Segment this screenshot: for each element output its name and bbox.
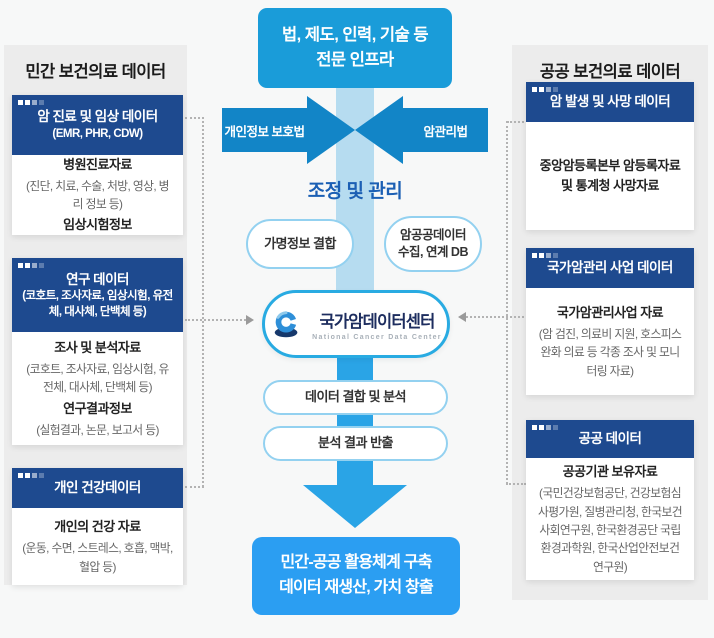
hub-subtitle: National Cancer Data Center bbox=[312, 333, 442, 341]
box-header-title: 국가암관리 사업 데이터 bbox=[547, 260, 673, 276]
data-item: 국가암관리사업 자료 bbox=[556, 305, 664, 320]
public-connector-vertical bbox=[506, 121, 508, 484]
data-note: (운동, 수면, 스트레스, 호흡, 맥박, 혈압 등) bbox=[22, 541, 173, 574]
result-export-pill: 분석 결과 반출 bbox=[263, 426, 448, 461]
box-header-sub: (코호트, 조사자료, 임상시험, 유전체, 대사체, 단백체 등) bbox=[22, 290, 173, 318]
infrastructure-line2: 전문 인프라 bbox=[316, 51, 394, 69]
data-note: (진단, 치료, 수술, 처방, 영상, 병리 정보 등) bbox=[26, 178, 169, 211]
box-header-title: 공공 데이터 bbox=[578, 431, 642, 447]
public-to-hub-connector bbox=[466, 316, 528, 318]
collect-label-line1: 암공공데이터 bbox=[399, 227, 467, 242]
window-dots-icon bbox=[532, 425, 558, 430]
data-item: 병원진료자료 bbox=[63, 156, 132, 172]
box-body: 국가암관리사업 자료 (암 검진, 의료비 지원, 호스피스 완화 의료 등 각… bbox=[526, 288, 694, 395]
data-note: (코호트, 조사자료, 임상시험, 유전체, 대사체, 단백체 등) bbox=[26, 362, 169, 395]
public-box-cancer-program: 국가암관리 사업 데이터 국가암관리사업 자료 (암 검진, 의료비 지원, 호… bbox=[526, 248, 694, 395]
public-box-incidence-death: 암 발생 및 사망 데이터 중앙암등록본부 암등록자료 및 통계청 사망자료 bbox=[526, 82, 694, 230]
private-box-clinical: 암 진료 및 임상 데이터 (EMR, PHR, CDW) 병원진료자료 (진단… bbox=[12, 95, 183, 235]
public-connector-stub-top bbox=[507, 121, 528, 123]
private-box-personal-health: 개인 건강데이터 개인의 건강 자료 (운동, 수면, 스트레스, 호흡, 맥박… bbox=[12, 468, 183, 585]
pseudonym-link-pill: 가명정보 결합 bbox=[246, 219, 354, 269]
data-item: 개인의 건강 자료 bbox=[54, 519, 141, 535]
window-dots-icon bbox=[532, 87, 558, 92]
private-connector-stub-top bbox=[185, 117, 204, 119]
cancer-law-arrow: 암관리법 bbox=[355, 96, 488, 164]
data-note: (실험결과, 논문, 보고서 등) bbox=[36, 422, 159, 437]
box-header-title: 암 진료 및 임상 데이터 bbox=[37, 109, 158, 125]
public-connector-stub-bottom bbox=[506, 483, 526, 485]
box-header-sub: (EMR, PHR, CDW) bbox=[52, 128, 143, 141]
window-dots-icon bbox=[18, 100, 44, 105]
window-dots-icon bbox=[18, 263, 44, 268]
public-box-open-data: 공공 데이터 공공기관 보유자료 (국민건강보험공단, 건강보험심사평가원, 질… bbox=[526, 420, 694, 580]
data-item: 임상시험정보 bbox=[63, 217, 132, 233]
box-body: 공공기관 보유자료 (국민건강보험공단, 건강보험심사평가원, 질병관리청, 한… bbox=[526, 458, 694, 580]
cancer-law-label: 암관리법 bbox=[423, 124, 468, 139]
private-connector-stub-bottom bbox=[185, 486, 204, 488]
box-body: 조사 및 분석자료 (코호트, 조사자료, 임상시험, 유전체, 대사체, 단백… bbox=[12, 332, 183, 445]
box-header-title: 암 발생 및 사망 데이터 bbox=[549, 94, 671, 110]
data-note: (암 검진, 의료비 지원, 호스피스 완화 의료 등 각종 조사 및 모니터링… bbox=[538, 327, 682, 378]
hub-text: 국가암데이터센터 National Cancer Data Center bbox=[312, 308, 442, 341]
data-item: 연구결과정보 bbox=[63, 400, 132, 416]
personal-info-law-arrow: 개인정보 보호법 bbox=[222, 96, 355, 164]
hub-logo-icon bbox=[274, 311, 305, 338]
outcome-box: 민간-공공 활용체계 구축 데이터 재생산, 가치 창출 bbox=[252, 537, 460, 615]
public-panel-title: 공공 보건의료 데이터 bbox=[539, 63, 681, 81]
national-cancer-data-center-hub: 국가암데이터센터 National Cancer Data Center bbox=[262, 290, 450, 358]
down-arrow-icon bbox=[303, 485, 407, 528]
box-header: 연구 데이터 (코호트, 조사자료, 임상시험, 유전체, 대사체, 단백체 등… bbox=[12, 258, 183, 332]
result-export-label: 분석 결과 반출 bbox=[318, 435, 393, 451]
window-dots-icon bbox=[532, 253, 558, 258]
box-header: 암 진료 및 임상 데이터 (EMR, PHR, CDW) bbox=[12, 95, 183, 155]
public-data-collect-pill: 암공공데이터 수집, 연계 DB bbox=[384, 216, 482, 272]
infrastructure-box: 법, 제도, 인력, 기술 등 전문 인프라 bbox=[258, 8, 452, 88]
private-box-research: 연구 데이터 (코호트, 조사자료, 임상시험, 유전체, 대사체, 단백체 등… bbox=[12, 258, 183, 445]
box-body: 중앙암등록본부 암등록자료 및 통계청 사망자료 bbox=[526, 122, 694, 230]
box-header-title: 개인 건강데이터 bbox=[54, 480, 141, 496]
box-header: 공공 데이터 bbox=[526, 420, 694, 458]
hub-name: 국가암데이터센터 bbox=[319, 312, 435, 331]
data-note: (국민건강보험공단, 건강보험심사평가원, 질병관리청, 한국보건사회연구원, … bbox=[537, 486, 683, 574]
data-link-analysis-pill: 데이터 결합 및 분석 bbox=[263, 380, 448, 415]
coordination-label: 조정 및 관리 bbox=[307, 181, 403, 202]
private-to-hub-connector bbox=[185, 319, 246, 321]
box-header: 암 발생 및 사망 데이터 bbox=[526, 82, 694, 122]
data-item: 중앙암등록본부 암등록자료 및 통계청 사망자료 bbox=[539, 157, 681, 193]
flow-shaft-lower bbox=[337, 356, 373, 486]
data-item: 조사 및 분석자료 bbox=[54, 339, 141, 355]
private-panel-title: 민간 보건의료 데이터 bbox=[25, 63, 166, 81]
box-body: 개인의 건강 자료 (운동, 수면, 스트레스, 호흡, 맥박, 혈압 등) bbox=[12, 508, 183, 585]
arrowhead-left-icon bbox=[458, 312, 466, 322]
data-link-analysis-label: 데이터 결합 및 분석 bbox=[304, 389, 407, 405]
outcome-line1: 민간-공공 활용체계 구축 bbox=[280, 554, 432, 572]
collect-label-line2: 수집, 연계 DB bbox=[398, 245, 468, 259]
data-item: 공공기관 보유자료 bbox=[562, 464, 658, 480]
outcome-line2: 데이터 재생산, 가치 창출 bbox=[279, 579, 434, 596]
window-dots-icon bbox=[18, 473, 44, 478]
infrastructure-line1: 법, 제도, 인력, 기술 등 bbox=[281, 26, 429, 45]
box-body: 병원진료자료 (진단, 치료, 수술, 처방, 영상, 병리 정보 등) 임상시… bbox=[12, 155, 183, 235]
pseudonym-link-label: 가명정보 결합 bbox=[264, 235, 336, 251]
box-header: 개인 건강데이터 bbox=[12, 468, 183, 508]
arrowhead-right-icon bbox=[246, 315, 254, 325]
personal-info-law-label: 개인정보 보호법 bbox=[224, 124, 305, 139]
box-header: 국가암관리 사업 데이터 bbox=[526, 248, 694, 288]
box-header-title: 연구 데이터 bbox=[66, 271, 129, 287]
private-connector-vertical bbox=[202, 117, 204, 487]
